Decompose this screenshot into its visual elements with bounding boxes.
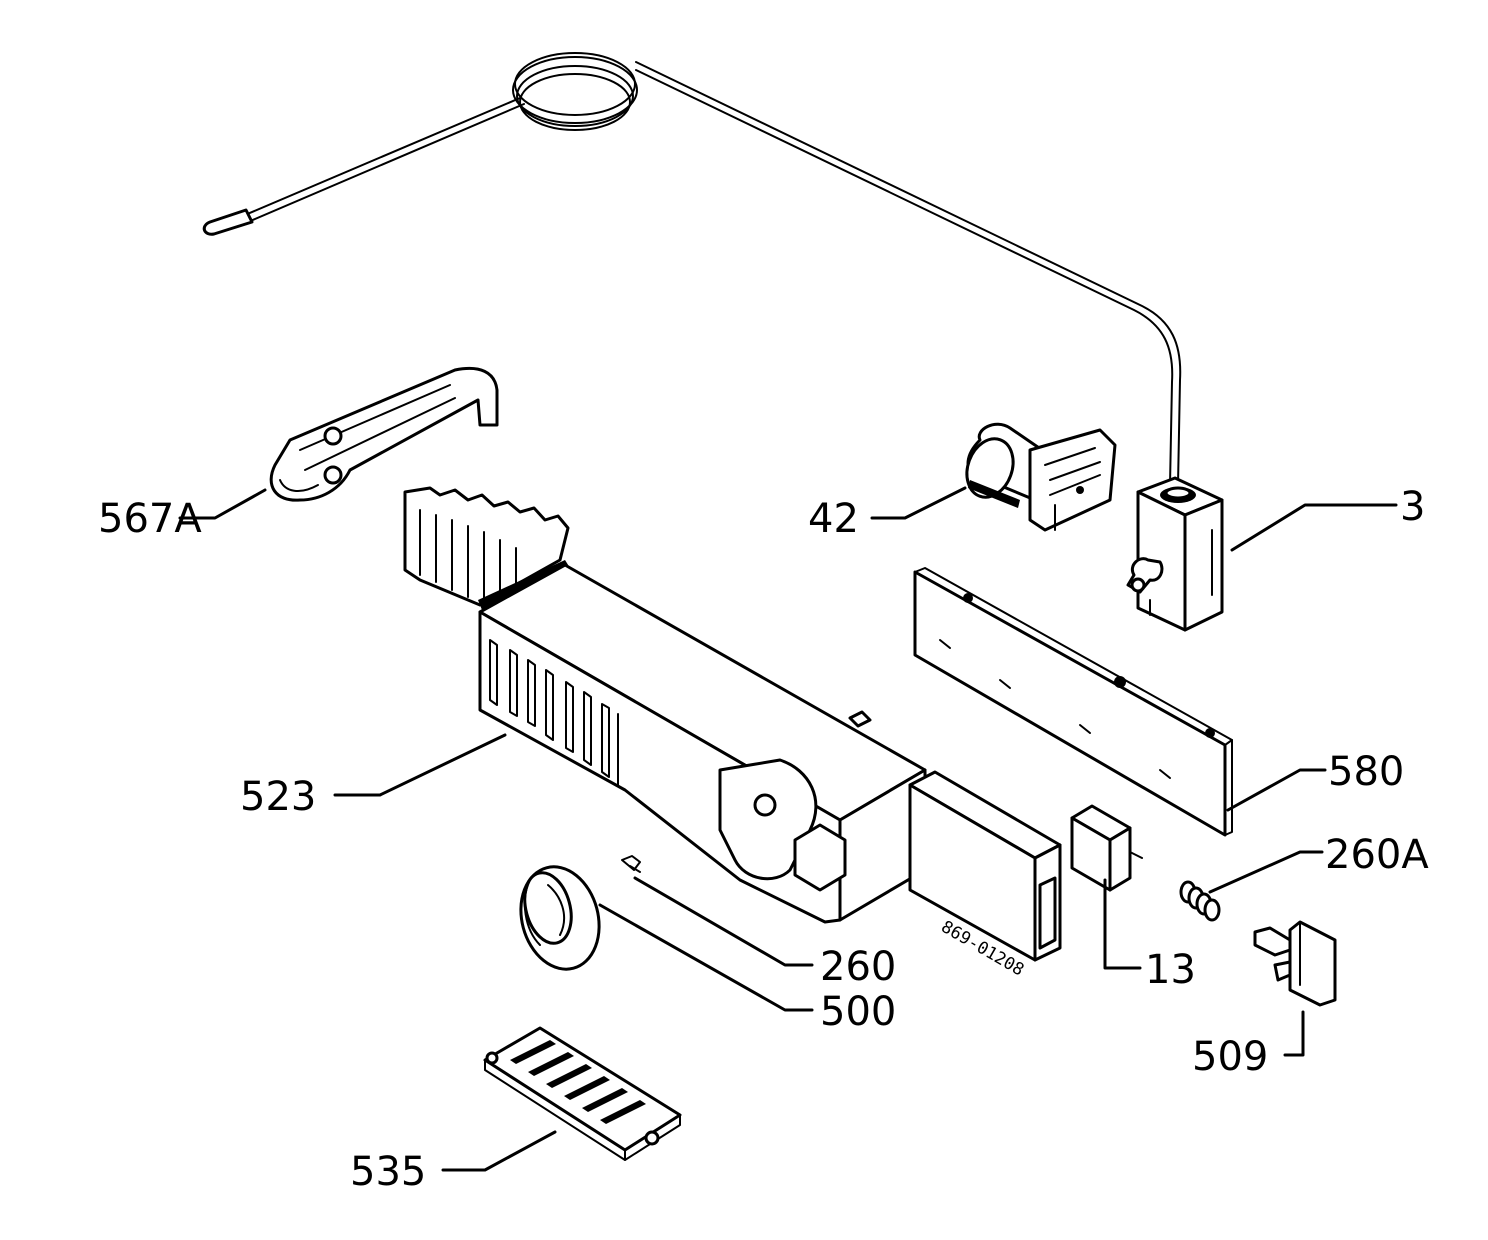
part-42-motor — [965, 422, 1117, 532]
leader-13 — [1103, 878, 1142, 970]
callout-580: 580 — [1328, 749, 1404, 795]
part-535-grille — [483, 1026, 682, 1161]
leader-lines — [178, 486, 1398, 1172]
callout-3: 3 — [1400, 484, 1425, 530]
control-module: 869-01208 — [908, 770, 1062, 980]
leader-3 — [1230, 503, 1398, 552]
leader-260a — [1208, 850, 1324, 894]
callout-260: 260 — [820, 944, 896, 990]
callout-labels: 567A 42 3 523 580 260A 260 500 13 509 53… — [98, 484, 1429, 1195]
part-580-board — [913, 567, 1233, 837]
callout-13: 13 — [1145, 947, 1196, 993]
leader-509 — [1283, 1010, 1305, 1057]
callout-535: 535 — [350, 1149, 426, 1195]
part-260-pin — [621, 855, 641, 873]
part-509-switch — [1253, 920, 1337, 1007]
capillary-tube — [202, 52, 1182, 486]
callout-509: 509 — [1192, 1034, 1268, 1080]
callout-260a: 260A — [1325, 832, 1429, 878]
leader-500 — [598, 903, 814, 1012]
leader-523 — [333, 733, 507, 797]
part-500-knob — [519, 865, 601, 971]
leader-535 — [441, 1130, 557, 1172]
part-13-switch — [1070, 804, 1143, 892]
part-523-housing — [403, 486, 927, 924]
callout-500: 500 — [820, 989, 896, 1035]
leader-580 — [1226, 768, 1327, 812]
leader-260 — [633, 876, 814, 967]
leader-567a — [178, 488, 267, 520]
part-260a-spring — [1179, 880, 1221, 922]
part-567a-bracket — [269, 366, 499, 502]
leader-42 — [870, 486, 967, 520]
part-3-thermostat — [1126, 476, 1224, 632]
callout-567a: 567A — [98, 496, 202, 542]
callout-523: 523 — [240, 774, 316, 820]
callout-42: 42 — [808, 496, 859, 542]
